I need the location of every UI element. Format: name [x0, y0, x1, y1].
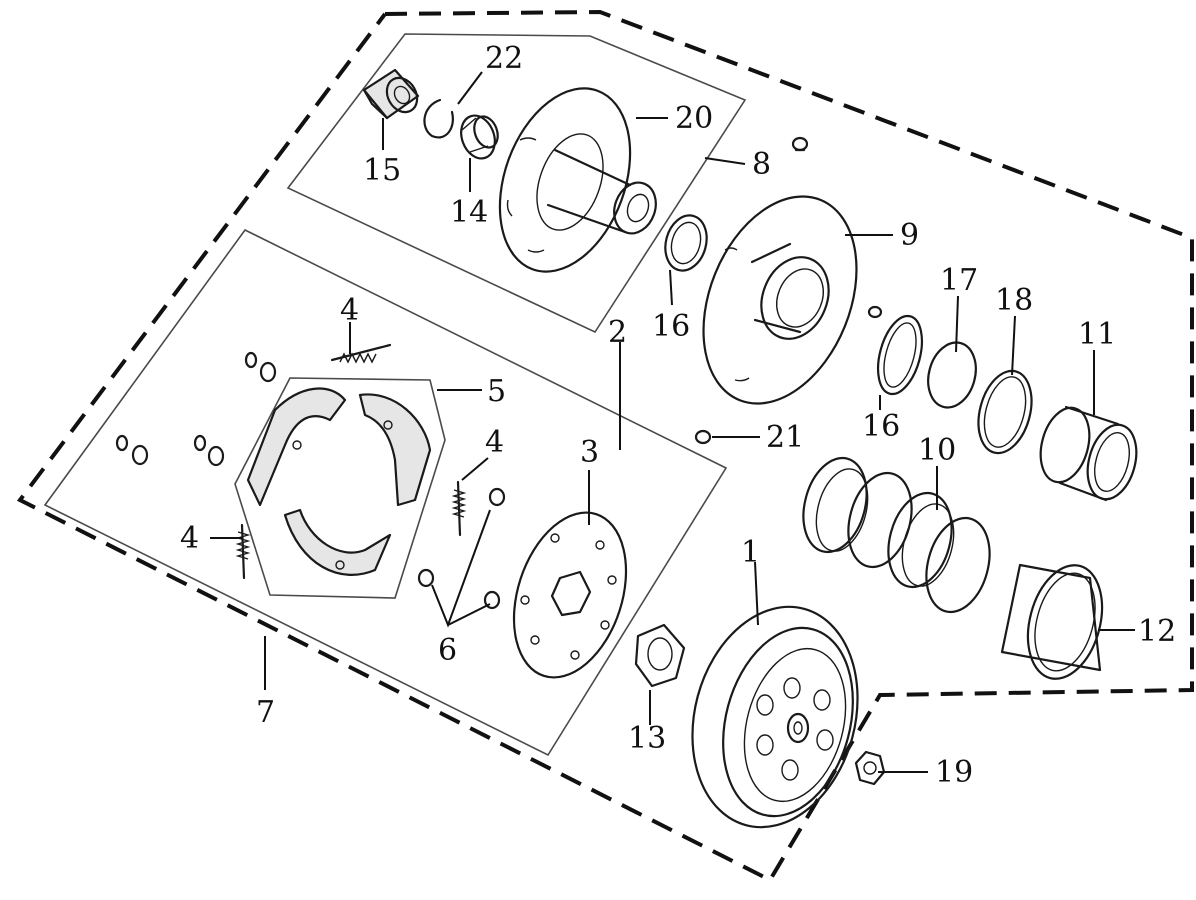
callout-12: 12 — [1138, 614, 1176, 649]
callout-9: 9 — [900, 218, 919, 253]
washer-16-upper — [664, 214, 708, 272]
needle-bearing-14 — [460, 114, 499, 160]
bushings-6 — [417, 487, 506, 610]
callout-22: 22 — [485, 41, 523, 76]
callout-7: 7 — [256, 695, 275, 730]
callout-13: 13 — [628, 721, 666, 756]
callout-21: 21 — [766, 420, 804, 455]
callout-14: 14 — [450, 195, 488, 230]
clutch-shoes-5 — [234, 377, 446, 599]
pin-small — [867, 305, 883, 319]
callouts: 1 2 3 4 4 4 5 6 7 8 9 10 11 12 13 14 15 … — [180, 41, 1176, 790]
callout-4-top: 4 — [340, 293, 359, 328]
assembly-boundary — [16, 9, 1194, 883]
pulley-group-frame — [286, 33, 747, 334]
callout-10: 10 — [918, 433, 956, 468]
callout-11: 11 — [1078, 317, 1116, 352]
callout-16-lower: 16 — [862, 409, 900, 444]
movable-drive-face-9 — [702, 195, 858, 405]
callout-4-right: 4 — [485, 425, 504, 460]
nut-19 — [854, 750, 886, 786]
callout-1: 1 — [741, 535, 760, 570]
leader-lines — [210, 71, 1135, 773]
seal-ring-18 — [977, 369, 1033, 455]
callout-19: 19 — [935, 755, 973, 790]
callout-15: 15 — [363, 153, 401, 188]
washer-16-lower — [876, 314, 924, 396]
drive-face-20 — [498, 87, 657, 273]
callout-4-left: 4 — [180, 521, 199, 556]
spring-4-left — [235, 523, 251, 580]
spring-4-top — [330, 343, 392, 364]
o-ring-17 — [927, 341, 977, 409]
clutch-bell-1 — [691, 605, 859, 829]
screw-21 — [694, 429, 712, 445]
callout-17: 17 — [940, 263, 978, 298]
callout-6: 6 — [438, 633, 457, 668]
lock-washer-13 — [634, 623, 686, 688]
circlip-22 — [423, 98, 454, 139]
spring-10 — [802, 456, 991, 614]
spring-seat-12 — [1000, 563, 1104, 680]
spring-4-right — [451, 480, 467, 537]
bearing-sleeve-15 — [362, 68, 420, 120]
callout-16-upper: 16 — [652, 309, 690, 344]
clutch-group-frame — [43, 228, 728, 757]
small-washers — [115, 351, 277, 467]
callout-5: 5 — [487, 374, 506, 409]
small-bolt — [791, 136, 809, 152]
callout-20: 20 — [675, 101, 713, 136]
callout-18: 18 — [995, 283, 1033, 318]
callout-3: 3 — [580, 435, 599, 470]
callout-8: 8 — [752, 147, 771, 182]
drive-plate-3 — [512, 511, 628, 679]
collar-11 — [1039, 405, 1138, 502]
callout-2: 2 — [608, 315, 627, 350]
